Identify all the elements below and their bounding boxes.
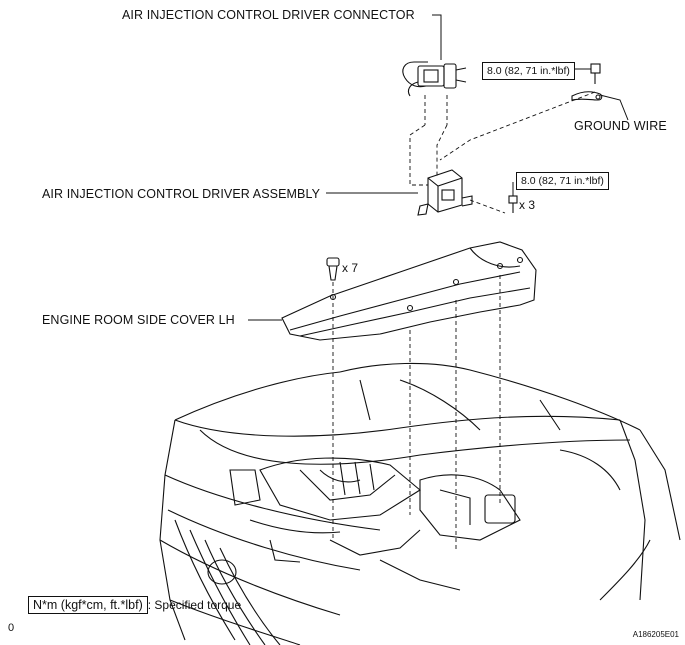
driver-bolt-torque-box: 8.0 (82, 71 in.*lbf) [516, 172, 609, 190]
side-cover-drawing [281, 241, 537, 341]
connector-drawing [402, 61, 467, 97]
ground-bolt-drawing [571, 63, 603, 101]
ground-wire-label: GROUND WIRE [574, 119, 667, 133]
torque-legend-text: : Specified torque [147, 598, 242, 612]
driver-assembly-drawing [417, 169, 473, 216]
ground-wire-leader [599, 94, 629, 121]
driver-bolt-quantity: x 3 [519, 198, 536, 212]
clip-quantity: x 7 [342, 261, 359, 275]
alignment-dashes [332, 91, 596, 550]
torque-legend: N*m (kgf*cm, ft.*lbf): Specified torque [28, 596, 241, 614]
corner-mark: 0 [8, 622, 15, 634]
driver-assembly-label: AIR INJECTION CONTROL DRIVER ASSEMBLY [42, 187, 321, 201]
vehicle-drawing [159, 362, 681, 645]
driver-bolt-drawing [508, 195, 518, 213]
figure-code: A186205E01 [632, 630, 679, 639]
clip-drawing [326, 257, 340, 281]
side-cover-label: ENGINE ROOM SIDE COVER LH [42, 313, 235, 327]
ground-bolt-torque-box: 8.0 (82, 71 in.*lbf) [482, 62, 575, 80]
leader-lines [248, 14, 629, 321]
torque-unit-box: N*m (kgf*cm, ft.*lbf) [28, 596, 148, 614]
connector-label: AIR INJECTION CONTROL DRIVER CONNECTOR [122, 8, 415, 22]
connector-leader [432, 14, 442, 60]
